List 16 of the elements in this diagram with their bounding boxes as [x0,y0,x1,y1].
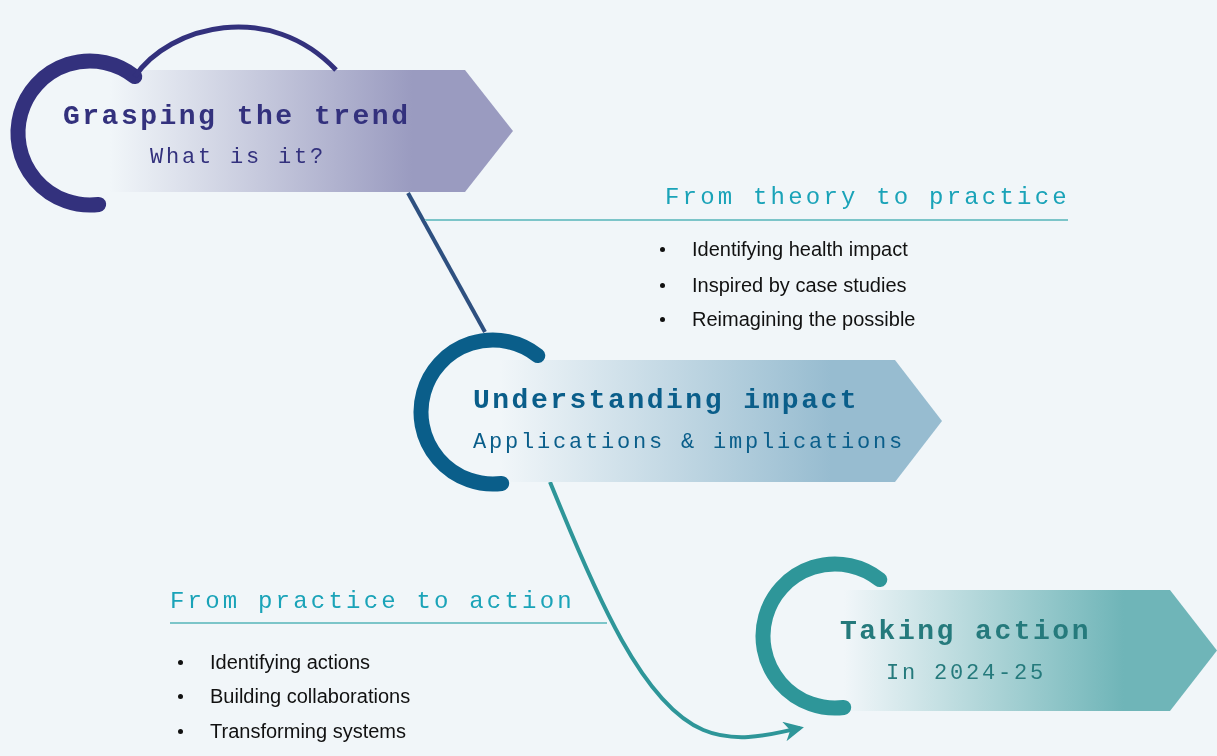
section-heading: From theory to practice [665,186,1070,210]
arrow [548,481,804,742]
step-subheading: What is it? [150,147,327,169]
step-heading: Taking action [840,618,1091,646]
step-subheading: In 2024-25 [886,663,1047,685]
list-item: Identifying actions [210,652,371,672]
list-item: Identifying health impact [692,239,908,259]
list-item: Building collaborations [210,686,411,706]
section-heading: From practice to action [170,590,575,614]
step-heading: Understanding impact [473,387,860,415]
list-item: Reimagining the possible [692,309,916,329]
list-item: Inspired by case studies [692,275,907,295]
list-item: Transforming systems [210,721,406,741]
connector-line [406,192,487,333]
step-subheading: Applications & implications [473,432,906,454]
step-heading: Grasping the trend [63,103,411,131]
